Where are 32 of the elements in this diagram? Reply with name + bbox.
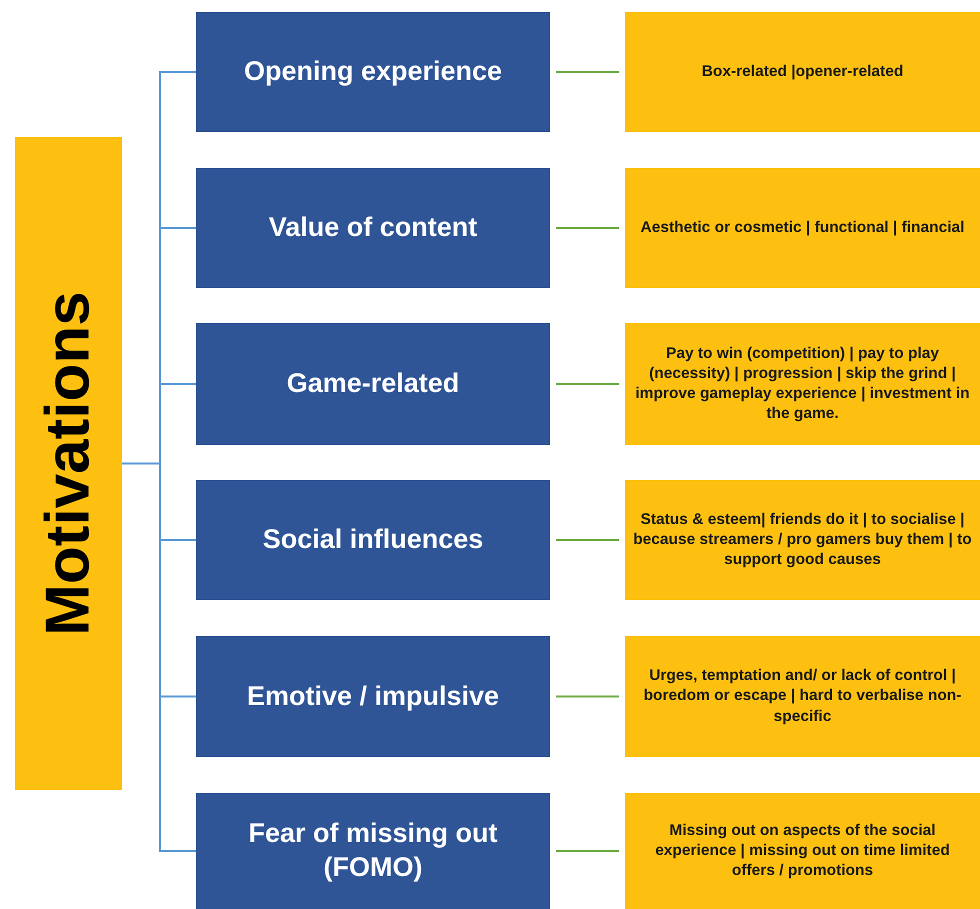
- box-text: Opening experience: [244, 55, 502, 88]
- connector-line: [556, 227, 619, 229]
- box-text: Aesthetic or cosmetic | functional | financial: [640, 218, 964, 238]
- title-box: [15, 137, 122, 790]
- description-box: [625, 793, 980, 909]
- box-text: Game-related: [286, 367, 460, 400]
- box-text: Urges, temptation and/ or lack of control | boredom or escape | hard to verbalise non-specific: [642, 666, 962, 727]
- category-box: [196, 480, 550, 600]
- category-box: [196, 636, 550, 757]
- category-box: [196, 168, 550, 288]
- heading-text: Motivations: [33, 291, 104, 636]
- box-text: Value of content: [268, 211, 478, 244]
- box-text: Status & esteem| friends do it | to socialise | because streamers / pro gamers buy them | to support good causes: [633, 510, 972, 570]
- description-box: [625, 636, 980, 757]
- box-text: Fear of missing out (FOMO): [247, 817, 499, 884]
- box-text: Social influences: [262, 523, 484, 556]
- description-box: [625, 12, 980, 132]
- connector-line: [556, 539, 619, 541]
- description-box: [625, 168, 980, 288]
- box-text: Missing out on aspects of the social experience | missing out on time limited offers / promotions: [654, 820, 951, 882]
- connector-line: [556, 71, 619, 73]
- description-box: [625, 480, 980, 600]
- box-text: Emotive / impulsive: [246, 680, 500, 713]
- connector-line: [556, 850, 619, 852]
- connector-line: [556, 696, 619, 698]
- box-text: Box-related |opener-related: [702, 62, 904, 82]
- description-box: [625, 323, 980, 445]
- category-box: [196, 793, 550, 909]
- connector-line: [556, 383, 619, 385]
- category-box: [196, 323, 550, 445]
- category-box: [196, 12, 550, 132]
- box-text: Pay to win (competition) | pay to play (necessity) | progression | skip the grind | improve gameplay experience | investment in the game.: [634, 344, 971, 424]
